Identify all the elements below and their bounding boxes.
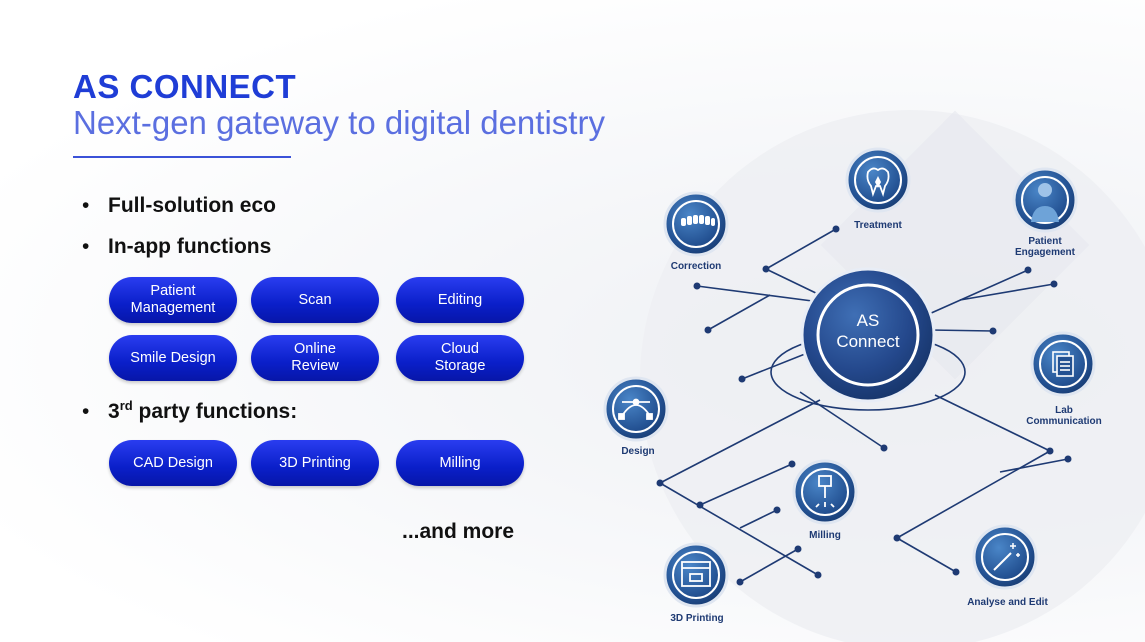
correction-node[interactable] [663, 191, 729, 257]
bullet-text: party functions: [132, 400, 298, 423]
pill-label: Milling [439, 454, 481, 471]
line-segment [959, 283, 1055, 301]
dentist-avatar-icon [1031, 183, 1059, 222]
line-segment [696, 285, 821, 303]
line-segment [659, 399, 821, 484]
correction-label: Correction [670, 261, 722, 272]
page-title: AS CONNECT [73, 68, 297, 105]
pill-label: CAD Design [133, 454, 213, 471]
hub-label: AS Connect [836, 311, 900, 351]
hub-node[interactable] [800, 267, 936, 403]
cloud-storage-button[interactable]: Cloud Storage [396, 335, 524, 381]
patient-engagement-node[interactable] [1012, 167, 1078, 233]
line-segment [934, 394, 1051, 452]
line-segment [896, 450, 1051, 539]
magic-wand-icon [993, 543, 1020, 571]
line-segment [896, 537, 957, 573]
patient-management-button[interactable]: Patient Management [109, 277, 237, 323]
line-segment [659, 482, 819, 576]
analyse-edit-node[interactable] [972, 524, 1038, 590]
line-segment [741, 349, 816, 380]
design-node[interactable] [603, 376, 669, 442]
online-review-button[interactable]: Online Review [251, 335, 379, 381]
pill-label: Editing [437, 291, 483, 308]
bullet-superscript: rd [119, 398, 133, 413]
title-underline [73, 156, 291, 158]
3d-printing-label: 3D Printing [670, 613, 724, 624]
document-stack-icon [1052, 351, 1074, 377]
lab-communication-node[interactable] [1030, 331, 1096, 397]
pill-label: Patient Management [130, 283, 216, 316]
analyse-edit-label: Analyse and Edit [967, 597, 1048, 608]
line-segment [707, 294, 771, 331]
line-segment [799, 391, 885, 449]
line-segment [765, 268, 821, 296]
treatment-label: Treatment [854, 220, 902, 231]
pill-label: Smile Design [130, 349, 216, 366]
line-segment [739, 509, 778, 529]
bullet-in-app: • In-app functions [82, 235, 271, 259]
pill-label: Online Review [291, 341, 339, 374]
line-segment [999, 458, 1069, 473]
line-segment [699, 463, 793, 506]
bullet-third-party: • 3rd party functions: [82, 398, 297, 424]
pill-label: Scan [298, 291, 332, 308]
treatment-node[interactable] [845, 147, 911, 213]
lab-communication-label: Lab Communication [1026, 405, 1102, 427]
smile-design-button[interactable]: Smile Design [109, 335, 237, 381]
bullet-text: Full-solution eco [108, 194, 276, 217]
connector-dots [656, 225, 1072, 586]
bezier-curve-icon [618, 398, 653, 420]
connection-lines [659, 228, 1069, 583]
pill-label: Cloud Storage [434, 341, 486, 374]
cad-design-button[interactable]: CAD Design [109, 440, 237, 486]
pill-label: 3D Printing [279, 454, 351, 471]
3d-printing-button[interactable]: 3D Printing [251, 440, 379, 486]
bullet-full-solution: • Full-solution eco [82, 194, 276, 218]
milling-label: Milling [809, 530, 841, 541]
bullet-text: In-app functions [108, 235, 272, 258]
milling-node[interactable] [792, 459, 858, 525]
milling-drill-icon [815, 475, 835, 508]
bullet-text: 3 [108, 400, 120, 423]
patient-engagement-label: Patient Engagement [1014, 236, 1075, 258]
and-more-text: ...and more [402, 520, 515, 543]
line-segment [919, 269, 1029, 319]
bullet-dot: • [82, 400, 90, 423]
editing-button[interactable]: Editing [396, 277, 524, 323]
3d-printer-icon [681, 561, 711, 587]
design-label: Design [621, 446, 655, 457]
milling-button[interactable]: Milling [396, 440, 524, 486]
bullet-dot: • [82, 235, 90, 258]
scan-button[interactable]: Scan [251, 277, 379, 323]
line-segment [765, 228, 837, 270]
page-subtitle: Next-gen gateway to digital dentistry [73, 104, 605, 141]
dental-arch-icon [681, 215, 715, 226]
3d-printing-node[interactable] [663, 542, 729, 608]
line-segment [929, 329, 994, 332]
line-segment [739, 548, 799, 583]
tooth-sparkle-icon [866, 167, 890, 198]
bullet-dot: • [82, 194, 90, 217]
